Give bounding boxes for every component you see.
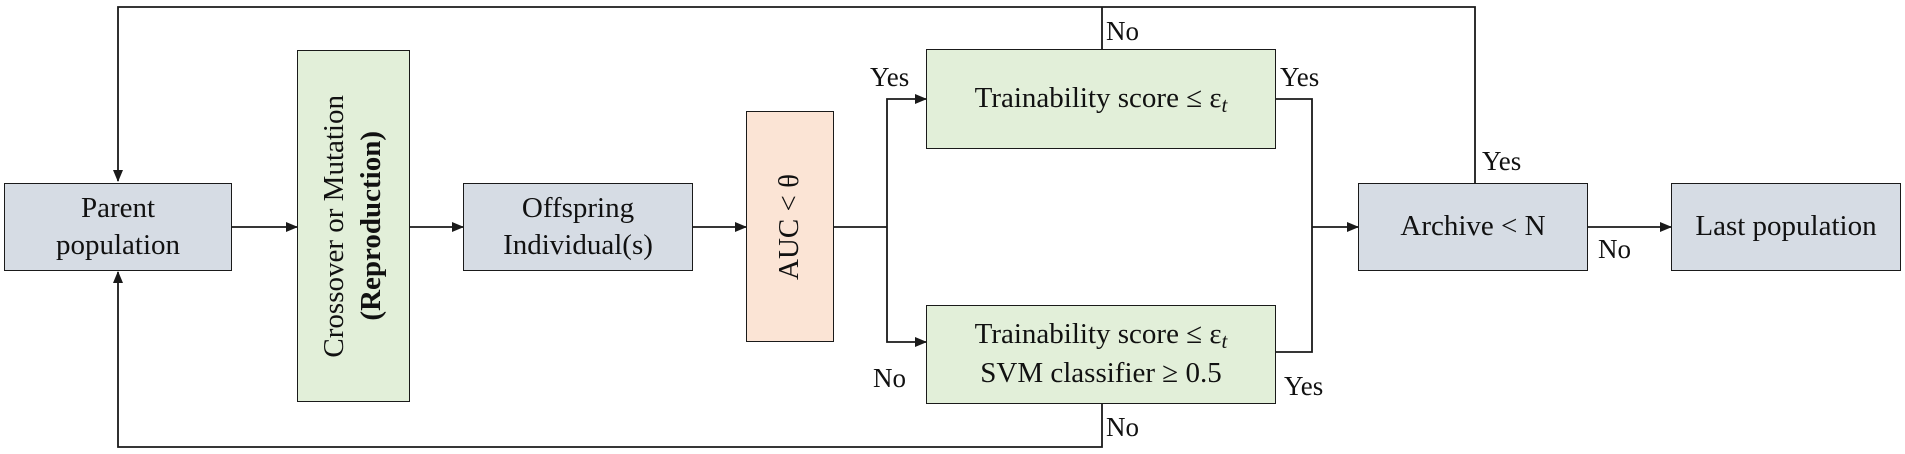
edge-label-archive-no: No xyxy=(1598,234,1631,264)
offspring-line2: Individual(s) xyxy=(503,229,653,261)
edge-label-bottom-yes: Yes xyxy=(1284,371,1324,401)
last-population-label: Last population xyxy=(1695,210,1877,243)
edge-label-auc-no: No xyxy=(873,363,906,393)
arrow-archive-yes-loop xyxy=(113,6,1476,183)
arrow-auc-yes xyxy=(886,94,927,227)
svm-classifier-text: SVM classifier ≥ 0.5 xyxy=(980,357,1222,390)
reproduction-line1: Crossover or Mutation xyxy=(318,94,351,358)
offspring-box: Offspring Individual(s) xyxy=(463,183,693,271)
reproduction-line2: (Reproduction) xyxy=(355,131,388,321)
edge-label-bottom-no: No xyxy=(1106,412,1139,442)
edge-label-archive-yes: Yes xyxy=(1482,146,1522,176)
trainability-bottom-text: Trainability score ≤ ε xyxy=(974,318,1222,351)
edge-label-top-no: No xyxy=(1106,16,1139,46)
line-bottom-yes xyxy=(1276,227,1313,353)
archive-box: Archive < N xyxy=(1358,183,1588,271)
edge-label-auc-yes: Yes xyxy=(870,62,910,92)
auc-box: AUC < θ xyxy=(746,111,834,342)
offspring-line1: Offspring xyxy=(521,191,635,224)
reproduction-box: Crossover or Mutation (Reproduction) xyxy=(297,50,410,402)
trainability-top-box: Trainability score ≤ εt xyxy=(926,49,1276,149)
last-population-box: Last population xyxy=(1671,183,1901,271)
arrow-bottom-no-loop xyxy=(113,271,1103,448)
parent-population-box: Parent population xyxy=(4,183,232,271)
auc-label: AUC < θ xyxy=(773,173,806,280)
archive-label: Archive < N xyxy=(1400,210,1546,243)
line-top-yes xyxy=(1276,98,1313,227)
arrow-auc-no xyxy=(886,227,927,347)
parent-population-line2: population xyxy=(55,229,181,261)
edge-label-top-yes: Yes xyxy=(1280,62,1320,92)
parent-population-line1: Parent xyxy=(80,191,156,224)
trainability-top-sub: t xyxy=(1221,92,1228,117)
trainability-bottom-sub: t xyxy=(1221,329,1228,354)
trainability-bottom-box: Trainability score ≤ εt SVM classifier ≥… xyxy=(926,305,1276,404)
trainability-top-text: Trainability score ≤ ε xyxy=(974,81,1222,114)
